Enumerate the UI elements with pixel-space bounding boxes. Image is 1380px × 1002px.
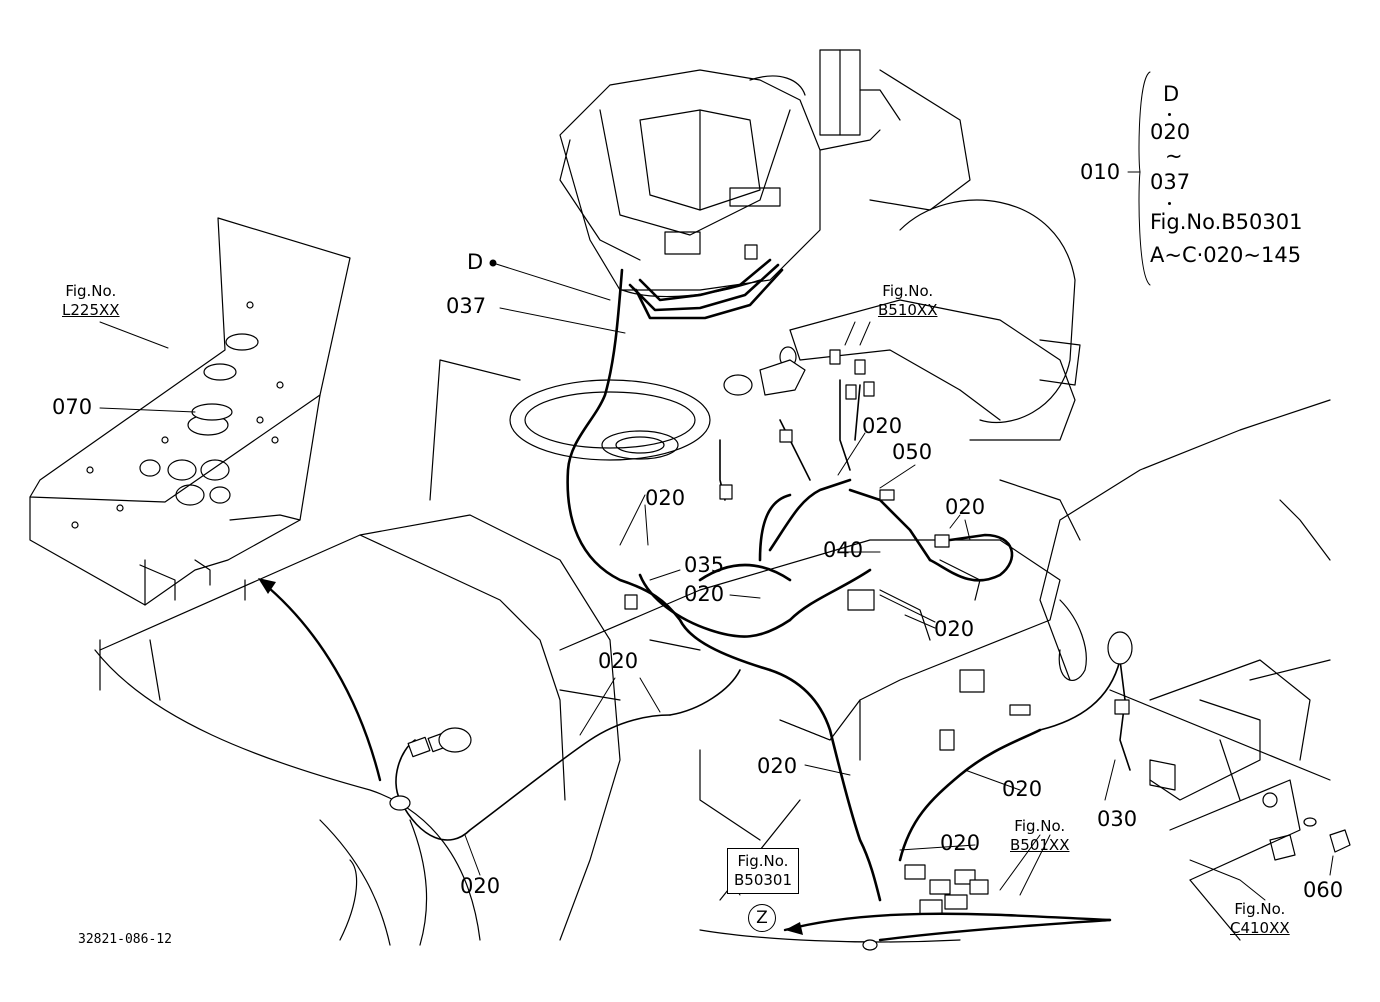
part-label-070: 070	[52, 395, 93, 419]
part-label-020-e: 020	[934, 617, 975, 641]
part-label-020-c: 020	[945, 495, 986, 519]
z-marker: Z	[748, 904, 776, 932]
steering-wheel	[429, 359, 711, 501]
fig-ref-l225xx: Fig.No. L225XX	[62, 282, 120, 320]
seat-outline	[789, 199, 1081, 441]
part-label-030: 030	[1097, 807, 1138, 831]
note-line-tilde: ~	[1165, 144, 1183, 168]
note-line-d: D	[1163, 82, 1180, 106]
fig-number: L225XX	[62, 300, 120, 319]
leader-lines	[99, 71, 1334, 901]
fig-number: C410XX	[1230, 918, 1290, 937]
note-line-037: 037	[1150, 170, 1191, 194]
floor-panel-outline	[29, 217, 351, 606]
right-body-outline	[819, 49, 1331, 941]
fig-prefix: Fig.No.	[737, 852, 789, 870]
part-label-020-h: 020	[1002, 777, 1043, 801]
fig-number: B501XX	[1010, 835, 1070, 854]
part-label-020-j: 020	[460, 874, 501, 898]
harness-branches	[395, 379, 1131, 841]
part-label-020-g: 020	[757, 754, 798, 778]
note-line-020: 020	[1150, 120, 1191, 144]
detail-marker-d: D	[467, 250, 484, 274]
part-label-040: 040	[823, 538, 864, 562]
fig-ref-b50301-box: Fig.No. B50301	[727, 848, 800, 894]
fig-ref-b510xx: Fig.No. B510XX	[878, 282, 937, 320]
part-label-010: 010	[1080, 160, 1121, 184]
part-label-020-b: 020	[645, 486, 686, 510]
fig-prefix: Fig.No.	[1014, 817, 1066, 835]
part-label-020-a: 020	[862, 414, 903, 438]
fig-number: B50301	[734, 870, 793, 889]
part-label-020-d: 020	[684, 582, 725, 606]
arrow-heads	[258, 578, 803, 935]
drawing-code: 32821-086-12	[78, 932, 172, 947]
flow-arrows	[260, 580, 1112, 942]
fig-ref-c410xx: Fig.No. C410XX	[1230, 900, 1290, 938]
part-label-020-f: 020	[598, 649, 639, 673]
note-dot	[1168, 202, 1171, 205]
fig-ref-b501xx: Fig.No. B501XX	[1010, 817, 1069, 855]
fig-prefix: Fig.No.	[65, 282, 117, 300]
fig-number: B510XX	[878, 300, 938, 319]
floor-platform	[559, 479, 1081, 943]
part-label-020-i: 020	[940, 831, 981, 855]
note-line-fig: Fig.No.B50301	[1150, 210, 1303, 234]
connectors	[191, 346, 1351, 951]
note-line-range: A~C·020~145	[1150, 243, 1302, 267]
part-label-060: 060	[1303, 878, 1344, 902]
harness-main	[566, 258, 1042, 902]
part-label-035: 035	[684, 553, 725, 577]
fig-prefix: Fig.No.	[1234, 900, 1286, 918]
part-label-050: 050	[892, 440, 933, 464]
fender-outline	[94, 514, 621, 946]
dashboard-outline	[559, 69, 881, 298]
fig-prefix: Fig.No.	[882, 282, 934, 300]
part-label-037: 037	[446, 294, 487, 318]
note-dot	[1168, 113, 1171, 116]
